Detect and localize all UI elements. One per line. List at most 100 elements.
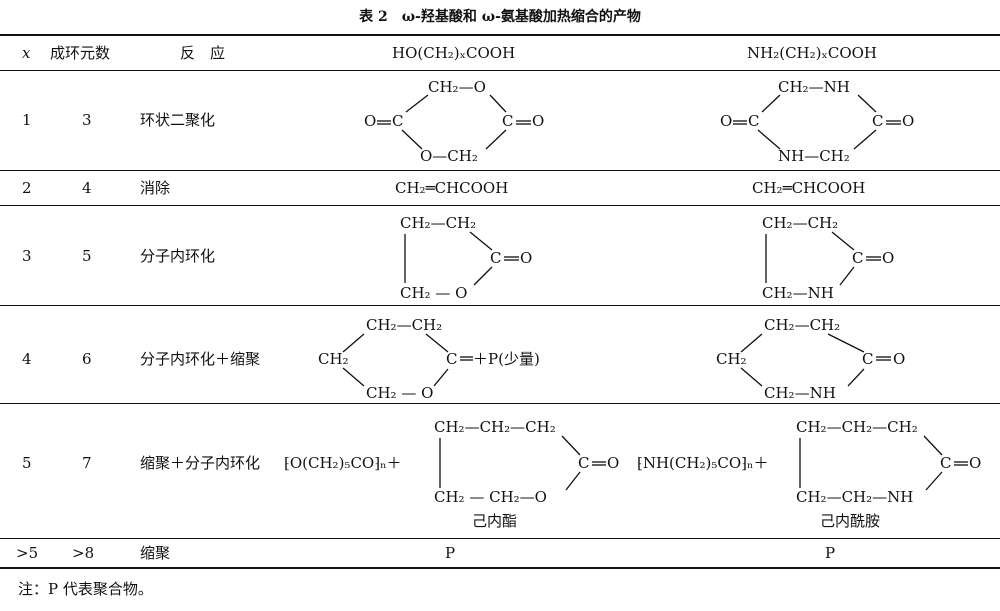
- row3-h-bond-b: [473, 266, 493, 286]
- row1-a-ch2nh: CH₂—NH: [778, 78, 850, 96]
- row5-amino-structure: CH₂—CH₂—CH₂ C O CH₂—CH₂—NH: [796, 418, 981, 506]
- row5-x: 5: [22, 454, 32, 472]
- row1-a-c-right: C: [872, 112, 883, 130]
- row4-a-bond-b: [740, 367, 763, 387]
- row4-h-bond-d: [433, 368, 449, 387]
- row5-a-o-exo: O: [969, 454, 981, 472]
- row5-hydroxy-name: 己内酯: [472, 512, 518, 530]
- row3-a-ch2ch2: CH₂—CH₂: [762, 214, 838, 232]
- row1-h-bond-b: [489, 94, 507, 113]
- row1-h-o-left: O: [364, 112, 376, 130]
- row2-ring: 4: [82, 179, 92, 197]
- row1-h-bond-a: [405, 94, 429, 113]
- row4-ring: 6: [82, 350, 92, 368]
- row3-a-bond-a: [831, 231, 855, 251]
- row4-h-ch2o-bottom: CH₂ — O: [366, 384, 433, 402]
- row4-reaction: 分子内环化＋缩聚: [140, 350, 261, 368]
- row4-h-bond-b: [342, 367, 365, 387]
- row4-amino-structure: CH₂—CH₂ CH₂ C O CH₂—NH: [716, 316, 905, 402]
- row1-a-bond-b: [857, 94, 877, 113]
- row6-amino-product: P: [825, 544, 836, 562]
- row4-a-o-exo: O: [893, 350, 905, 368]
- row5-a-c: C: [940, 454, 951, 472]
- row5-h-c: C: [578, 454, 589, 472]
- row3-x: 3: [22, 247, 32, 265]
- row1-h-c-right: C: [502, 112, 513, 130]
- row5-a-bond-a: [923, 435, 943, 456]
- header-amino-acid: NH₂(CH₂)ₓCOOH: [747, 44, 878, 62]
- row3-h-ch2ch2: CH₂—CH₂: [400, 214, 476, 232]
- row5-a-top: CH₂—CH₂—CH₂: [796, 418, 918, 436]
- row4-a-bond-c: [827, 333, 865, 353]
- row5-h-bond-b: [565, 471, 581, 491]
- row2-hydroxy-product: CH₂═CHCOOH: [395, 179, 509, 197]
- row5-ring: 7: [82, 454, 92, 472]
- row4-a-bond-a: [740, 333, 763, 353]
- footnote: 注：P 代表聚合物。: [18, 580, 153, 598]
- row-rule-2: [0, 205, 1000, 206]
- header-x: x: [22, 44, 31, 62]
- row1-reaction: 环状二聚化: [140, 111, 216, 129]
- row1-h-c-left: C: [392, 112, 403, 130]
- row5-h-bond-a: [561, 435, 581, 456]
- row2-reaction: 消除: [140, 179, 171, 197]
- row3-a-c: C: [852, 249, 863, 267]
- row4-a-ch2nh-bottom: CH₂—NH: [764, 384, 836, 402]
- row3-reaction: 分子内环化: [140, 247, 216, 265]
- row5-reaction: 缩聚＋分子内环化: [140, 454, 261, 472]
- header-hydroxy-acid: HO(CH₂)ₓCOOH: [392, 44, 516, 62]
- row1-a-o-right: O: [902, 112, 914, 130]
- row1-a-bond-d: [853, 129, 877, 150]
- row3-a-ch2nh: CH₂—NH: [762, 284, 834, 302]
- header-rule: [0, 70, 1000, 71]
- row3-h-c: C: [490, 249, 501, 267]
- row1-h-bond-d: [485, 129, 507, 150]
- row-rule-5: [0, 538, 1000, 539]
- table-caption: 表 2 ω-羟基酸和 ω-氨基酸加热缩合的产物: [359, 9, 641, 25]
- row1-h-bond-c: [401, 129, 423, 150]
- row1-h-och2: O—CH₂: [420, 147, 478, 165]
- row3-amino-structure: CH₂—CH₂ C O CH₂—NH: [762, 214, 894, 302]
- row4-a-ch2-left: CH₂: [716, 350, 747, 368]
- row5-a-bottom: CH₂—CH₂—NH: [796, 488, 913, 506]
- row1-hydroxy-structure: CH₂—O O C C O O—CH₂: [364, 78, 544, 165]
- row-rule-3: [0, 305, 1000, 306]
- row5-amino-name: 己内酰胺: [820, 512, 881, 530]
- row-rule-1: [0, 170, 1000, 171]
- row6-reaction: 缩聚: [140, 544, 171, 562]
- row5-h-o-exo: O: [607, 454, 619, 472]
- header-ring-count: 成环元数: [50, 44, 111, 62]
- row5-h-bottom: CH₂ — CH₂—O: [434, 488, 547, 506]
- row5-hydroxy-structure: CH₂—CH₂—CH₂ C O CH₂ — CH₂—O: [434, 418, 619, 506]
- row1-a-nhch2: NH—CH₂: [778, 147, 850, 165]
- row3-h-bond-a: [469, 231, 493, 251]
- row1-ring: 3: [82, 111, 92, 129]
- row4-hydroxy-structure: CH₂—CH₂ CH₂ C CH₂ — O: [318, 316, 473, 402]
- row1-a-o-left: O: [720, 112, 732, 130]
- row1-h-ch2o: CH₂—O: [428, 78, 486, 96]
- row5-h-top: CH₂—CH₂—CH₂: [434, 418, 556, 436]
- row1-amino-structure: CH₂—NH O C C O NH—CH₂: [720, 78, 914, 165]
- row4-a-c: C: [862, 350, 873, 368]
- row5-a-bond-b: [925, 471, 943, 491]
- row3-ring: 5: [82, 247, 92, 265]
- header-reaction: 反 应: [180, 44, 226, 62]
- row4-a-bond-d: [847, 368, 865, 387]
- row5-hydroxy-polymer: ⁅O(CH₂)₅CO⁆ₙ＋: [284, 454, 402, 472]
- row2-x: 2: [22, 179, 32, 197]
- row1-a-bond-c: [757, 129, 781, 150]
- row6-hydroxy-product: P: [445, 544, 456, 562]
- row2-amino-product: CH₂═CHCOOH: [752, 179, 866, 197]
- row3-a-o-exo: O: [882, 249, 894, 267]
- row1-a-c-left: C: [748, 112, 759, 130]
- row4-a-ch2ch2-top: CH₂—CH₂: [764, 316, 840, 334]
- row4-h-bond-c: [425, 333, 449, 353]
- row3-h-o-exo: O: [520, 249, 532, 267]
- row1-h-o-right: O: [532, 112, 544, 130]
- row4-hydroxy-suffix: ＋P(少量): [473, 350, 540, 368]
- row4-h-bond-a: [342, 333, 365, 353]
- row3-h-ch2o: CH₂ — O: [400, 284, 467, 302]
- row1-x: 1: [22, 111, 32, 129]
- top-rule: [0, 34, 1000, 36]
